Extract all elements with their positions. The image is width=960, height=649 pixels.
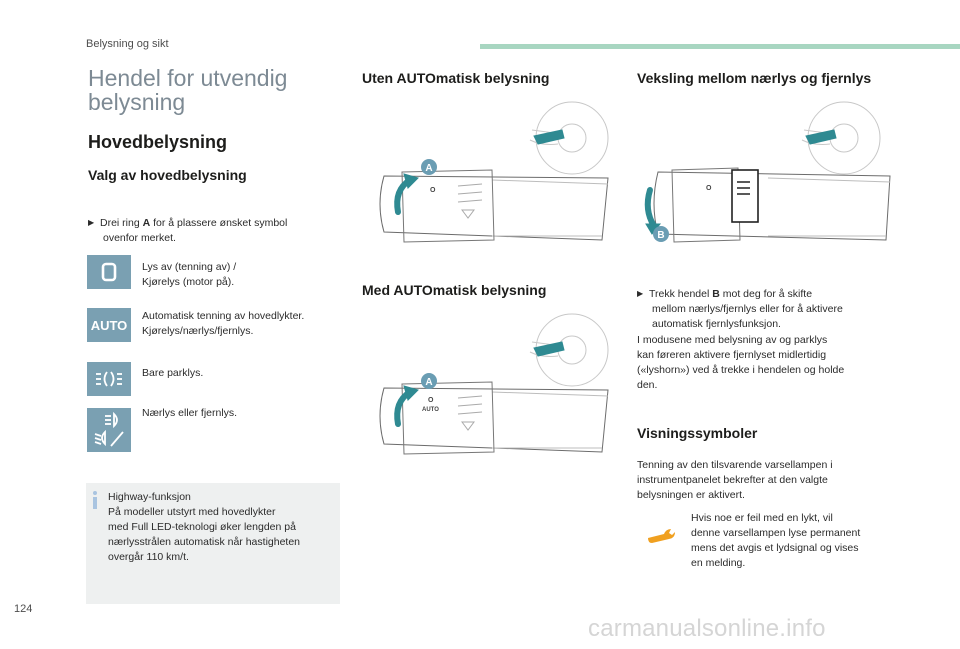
symbol-description: Automatisk tenning av hovedlykter. Kjøre… — [142, 310, 305, 337]
section-title: Hovedbelysning — [88, 132, 228, 152]
heading-beam-switch: Veksling mellom nærlys og fjernlys — [637, 70, 872, 86]
bullet-icon: ▶ — [88, 218, 95, 227]
heading-without-auto: Uten AUTOmatisk belysning — [362, 70, 550, 86]
label-b-marker: B — [652, 225, 670, 248]
heading-with-auto: Med AUTOmatisk belysning — [362, 282, 547, 298]
svg-text:O: O — [428, 397, 434, 404]
svg-text:O: O — [430, 187, 436, 194]
svg-text:B: B — [657, 230, 664, 241]
info-icon — [92, 491, 97, 509]
page-title: Hendel for utvendig belysning — [88, 65, 288, 115]
dipped-main-beam-icon — [87, 408, 131, 452]
warning-paragraph: Hvis noe er feil med en lykt, vil denne … — [691, 512, 861, 569]
section-heading: Valg av hovedbelysning — [88, 167, 247, 183]
svg-text:A: A — [425, 377, 432, 388]
svg-text:O: O — [706, 185, 712, 192]
label-a-marker: A — [420, 372, 438, 395]
symbol-description: Lys av (tenning av) / Kjørelys (motor på… — [142, 261, 237, 288]
page-number: 124 — [14, 603, 33, 615]
bullet-icon: ▶ — [637, 289, 644, 298]
svg-text:AUTO: AUTO — [91, 318, 128, 333]
auto-icon: AUTO — [87, 308, 131, 342]
flash-paragraph: I modusene med belysning av og parklys k… — [637, 334, 845, 391]
parking-light-icon — [87, 362, 131, 396]
label-a-marker: A — [420, 158, 438, 181]
watermark: carmanualsonline.info — [588, 615, 826, 642]
o-off-icon — [87, 255, 131, 289]
info-text: Highway-funksjon På modeller utstyrt med… — [108, 491, 301, 563]
instruction-text: ▶Drei ring A for å plassere ønsket symbo… — [88, 217, 288, 244]
beam-switch-instruction: ▶Trekk hendel B mot deg for å skifte mel… — [637, 288, 843, 330]
stalk-illustration-beam-switch: O — [628, 100, 892, 250]
wrench-icon — [646, 526, 676, 551]
svg-text:AUTO: AUTO — [422, 407, 439, 413]
symbol-description: Nærlys eller fjernlys. — [142, 407, 238, 419]
svg-text:A: A — [425, 163, 432, 174]
header-bar — [480, 44, 960, 49]
symbol-description: Bare parklys. — [142, 367, 204, 379]
heading-display-symbols: Visningssymboler — [637, 425, 758, 441]
stalk-illustration-without-auto: O — [362, 100, 618, 250]
running-header: Belysning og sikt — [86, 38, 169, 50]
info-box — [86, 483, 340, 604]
stalk-illustration-with-auto: O AUTO — [362, 312, 618, 462]
symbols-paragraph: Tenning av den tilsvarende varsellampen … — [637, 459, 833, 501]
